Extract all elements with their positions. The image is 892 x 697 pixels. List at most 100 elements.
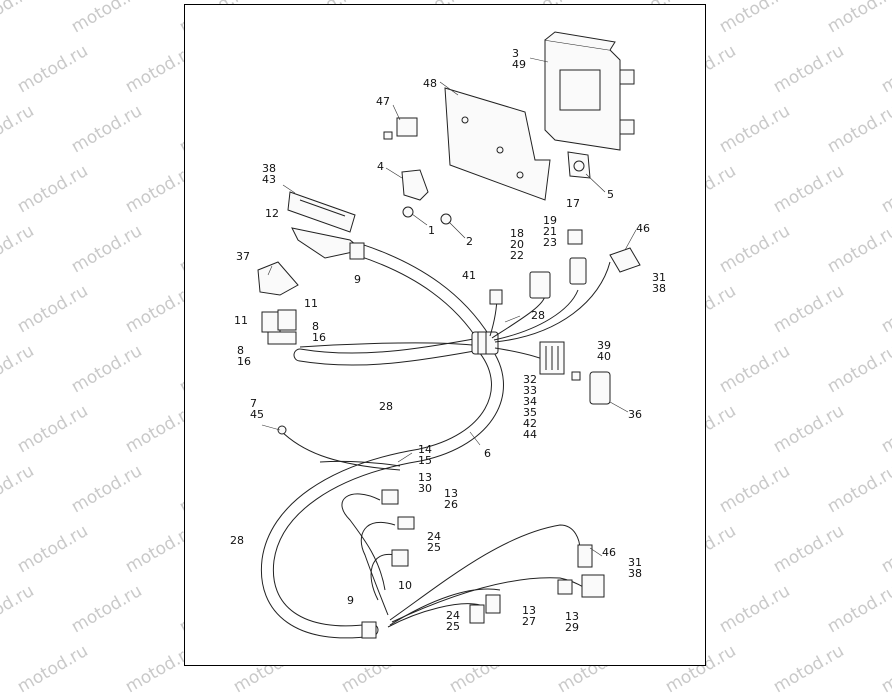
- callout-label: 17: [566, 197, 580, 210]
- callout-number: 22: [510, 249, 524, 262]
- callout-number: 12: [265, 207, 279, 220]
- callout-label: 28: [531, 309, 545, 322]
- callout-number: 1: [428, 224, 435, 237]
- lower-connectors: [381, 489, 605, 624]
- callout-number: 33: [523, 384, 537, 397]
- callout-number: 26: [444, 498, 458, 511]
- callout-number: 13: [444, 487, 458, 500]
- callout-number: 6: [484, 447, 491, 460]
- callout-number: 40: [597, 350, 611, 363]
- main-harness-tube: [260, 243, 504, 639]
- callout-number: 17: [566, 197, 580, 210]
- callout-label: 1: [428, 224, 435, 237]
- callout-number: 49: [512, 58, 526, 71]
- callout-number: 43: [262, 173, 276, 186]
- callout-number: 25: [427, 541, 441, 554]
- callout-number: 9: [347, 594, 354, 607]
- relay-pair: [261, 309, 297, 345]
- callout-number: 39: [597, 339, 611, 352]
- harness-clamp: [349, 242, 377, 639]
- callout-number: 16: [237, 355, 251, 368]
- callout-label: 41: [462, 269, 476, 282]
- callout-number: 8: [312, 320, 319, 333]
- callout-label: 2: [466, 235, 473, 248]
- callout-label: 28: [230, 534, 244, 547]
- callout-number: 20: [510, 238, 524, 251]
- relay-socket: [383, 117, 418, 140]
- callout-number: 4: [377, 160, 384, 173]
- callout-number: 28: [531, 309, 545, 322]
- callout-number: 18: [510, 227, 524, 240]
- callout-label: 5: [607, 188, 614, 201]
- callout-number: 15: [418, 454, 432, 467]
- callout-number: 41: [462, 269, 476, 282]
- connector-small: [567, 229, 587, 285]
- ground-stud: [489, 289, 503, 305]
- connector-plug: [529, 271, 551, 299]
- callout-number: 9: [354, 273, 361, 286]
- callout-number: 38: [628, 567, 642, 580]
- callout-number: 25: [446, 620, 460, 633]
- callout-number: 45: [250, 408, 264, 421]
- callout-label: 9: [347, 594, 354, 607]
- callout-number: 11: [304, 297, 318, 310]
- callout-number: 32: [523, 373, 537, 386]
- callout-number: 48: [423, 77, 437, 90]
- callout-number: 31: [652, 271, 666, 284]
- callout-number: 8: [237, 344, 244, 357]
- callout-number: 38: [262, 162, 276, 175]
- callout-label: 9: [354, 273, 361, 286]
- callout-number: 30: [418, 482, 432, 495]
- callout-number: 14: [418, 443, 432, 456]
- callout-label: 11: [304, 297, 318, 310]
- ring-terminal: [277, 425, 287, 435]
- fuse-cover: [571, 371, 611, 405]
- callout-number: 24: [427, 530, 441, 543]
- callout-label: 4: [377, 160, 384, 173]
- nut: [402, 206, 452, 225]
- callout-number: 29: [565, 621, 579, 634]
- callout-number: 37: [236, 250, 250, 263]
- callout-number: 38: [652, 282, 666, 295]
- relay-cover: [257, 261, 299, 296]
- callout-number: 13: [565, 610, 579, 623]
- callout-number: 11: [234, 314, 248, 327]
- mounting-plate: [444, 87, 551, 201]
- harness-junction: [471, 331, 499, 355]
- callout-number: 47: [376, 95, 390, 108]
- leader-lines: [261, 57, 637, 557]
- callout-label: 12: [265, 207, 279, 220]
- callout-label: 46: [636, 222, 650, 235]
- callout-number: 23: [543, 236, 557, 249]
- main-connector: [287, 191, 364, 259]
- callout-number: 21: [543, 225, 557, 238]
- callout-number: 13: [418, 471, 432, 484]
- callout-label: 6: [484, 447, 491, 460]
- callout-label: 10: [398, 579, 412, 592]
- callout-number: 5: [607, 188, 614, 201]
- callout-number: 44: [523, 428, 537, 441]
- ecm-module: [544, 31, 635, 151]
- callout-number: 34: [523, 395, 537, 408]
- callout-number: 46: [602, 546, 616, 559]
- callout-number: 36: [628, 408, 642, 421]
- callout-label: 36: [628, 408, 642, 421]
- callout-number: 28: [379, 400, 393, 413]
- callout-number: 28: [230, 534, 244, 547]
- callout-number: 13: [522, 604, 536, 617]
